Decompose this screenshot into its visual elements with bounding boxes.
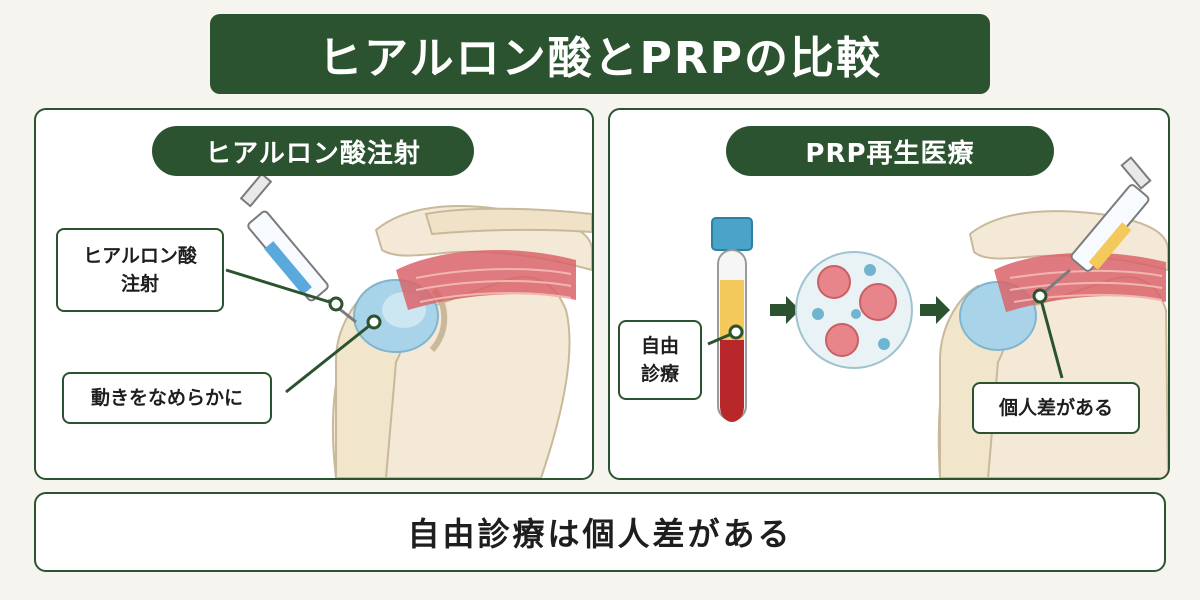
label-hyaluronic-injection: ヒアルロン酸 注射 [56, 228, 224, 312]
label-line: 診療 [641, 360, 679, 388]
label-line: ヒアルロン酸 [83, 242, 197, 270]
platelet [878, 338, 890, 350]
panel-title-hyaluronic: ヒアルロン酸注射 [152, 126, 474, 176]
page-title: ヒアルロン酸とPRPの比較 [210, 14, 990, 94]
platelet [864, 264, 876, 276]
prp-panel: PRP再生医療 自由 診療 個人差がある [608, 108, 1170, 480]
variation-leader-dot [1034, 290, 1046, 302]
cell-red [826, 324, 858, 356]
summary-box: 自由診療は個人差がある [34, 492, 1166, 572]
label-line: 注射 [121, 270, 159, 298]
injection-leader-dot [330, 298, 342, 310]
platelet [851, 309, 861, 319]
label-line: 自由 [641, 332, 679, 360]
label-smooth-movement: 動きをなめらかに [62, 372, 272, 424]
cell-red [818, 266, 850, 298]
self-pay-leader-dot [730, 326, 742, 338]
label-individual-variation: 個人差がある [972, 382, 1140, 434]
arrow-right-icon [920, 296, 950, 324]
label-self-pay: 自由 診療 [618, 320, 702, 400]
panel-title-prp: PRP再生医療 [726, 126, 1054, 176]
hyaluronic-panel: ヒアルロン酸注射 ヒアルロン酸 注射 動きをなめらかに [34, 108, 594, 480]
smooth-leader-dot [368, 316, 380, 328]
cell-red [860, 284, 896, 320]
blood-tube-icon [712, 218, 752, 422]
clavicle-bone [426, 209, 592, 234]
platelet [812, 308, 824, 320]
